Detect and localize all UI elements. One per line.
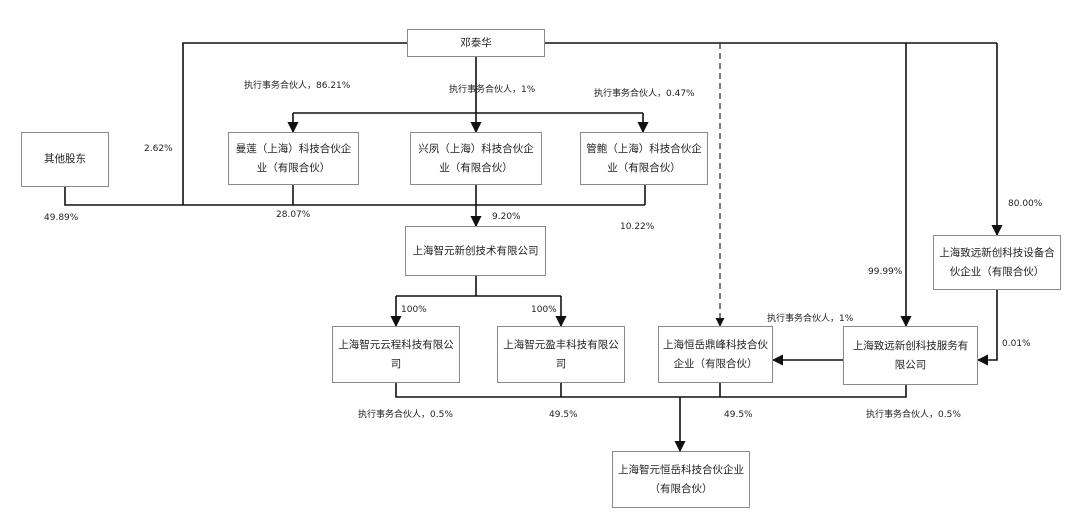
label-001: 0.01%	[1002, 339, 1031, 349]
node-other-shareholders: 其他股东	[21, 132, 109, 187]
label-gp-05-right: 执行事务合伙人，0.5%	[866, 410, 961, 420]
label-8000: 80.00%	[1008, 199, 1043, 209]
label-495-right: 49.5%	[724, 410, 753, 420]
label-100-left: 100%	[401, 305, 427, 315]
label-2807: 28.07%	[276, 210, 311, 220]
node-zhiyuan-yingfeng: 上海智元盈丰科技有限公司	[497, 326, 625, 383]
edge-others-merge	[64, 187, 645, 206]
edge-deng-left-262	[182, 42, 407, 205]
label-1022: 10.22%	[620, 222, 655, 232]
node-zhiyuan-fuwu: 上海致远新创科技服务有限公司	[843, 326, 978, 385]
node-hengyue-dingfeng: 上海恒岳鼎峰科技合伙企业（有限合伙）	[658, 326, 773, 383]
label-gp-8621: 执行事务合伙人，86.21%	[244, 81, 351, 91]
label-gp-1-mid: 执行事务合伙人，1%	[767, 314, 854, 324]
label-920: 9.20%	[492, 212, 521, 222]
edge-xinchuang-split	[396, 276, 561, 297]
label-gp-05-left: 执行事务合伙人，0.5%	[358, 410, 453, 420]
edge-bottom-merge	[395, 383, 907, 398]
node-target-hengyue: 上海智元恒岳科技合伙企业（有限合伙）	[612, 451, 750, 508]
edge-shebei-to-fuwu	[976, 290, 998, 366]
node-deng-taihua: 邓泰华	[407, 29, 545, 57]
label-495-left: 49.5%	[549, 410, 578, 420]
label-gp-047: 执行事务合伙人，0.47%	[594, 89, 695, 99]
node-zhiyuan-xinchuang: 上海智元新创技术有限公司	[405, 226, 546, 276]
label-9999: 99.99%	[868, 267, 903, 277]
label-gp-1-top: 执行事务合伙人，1%	[449, 85, 536, 95]
node-zhiyuan-shebei: 上海致远新创科技设备合伙企业（有限合伙）	[933, 235, 1061, 290]
node-zhiyuan-yuncheng: 上海智元云程科技有限公司	[332, 326, 460, 383]
node-manlian: 曼莲（上海）科技合伙企业（有限合伙）	[228, 132, 359, 185]
node-guanzhi: 管鲍（上海）科技合伙企业（有限合伙）	[580, 132, 708, 185]
label-4989: 49.89%	[44, 213, 79, 223]
label-100-right: 100%	[531, 305, 557, 315]
edge-deng-to-partnerships	[293, 57, 643, 114]
label-262: 2.62%	[144, 144, 173, 154]
node-xingfeng: 兴夙（上海）科技合伙企业（有限合伙）	[410, 132, 542, 185]
